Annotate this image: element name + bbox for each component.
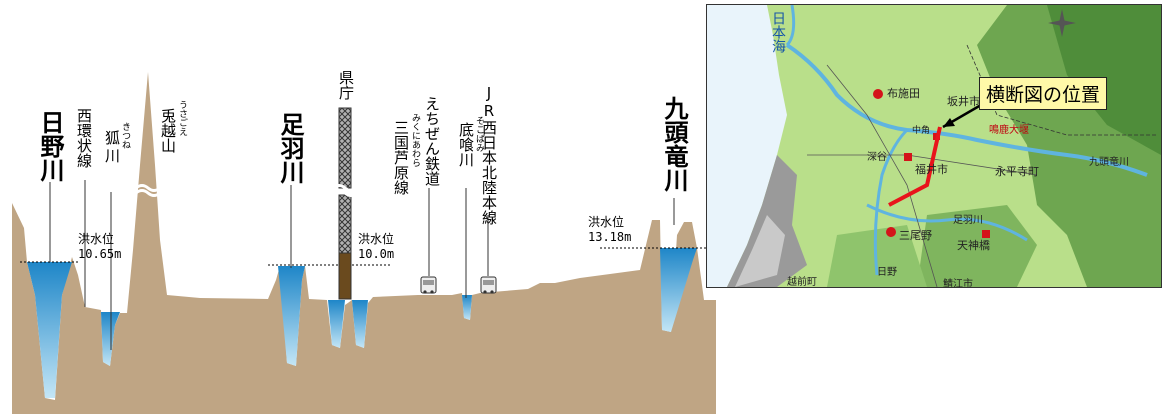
flood-level-3-label: 洪水位	[588, 215, 625, 229]
location-map: 日本海 布施田 坂井市 中角 鳴鹿大堰 深谷 福井市 永平寺町 九頭竜川 足羽川…	[706, 4, 1162, 288]
map-label-fukui-small: 深谷	[867, 152, 887, 163]
flood-level-3: 洪水位 13.18m	[588, 215, 631, 245]
flood-level-2-label: 洪水位	[358, 232, 395, 246]
map-label-narutaki: 鳴鹿大堰	[989, 125, 1029, 136]
map-label-sea: 日本海	[770, 11, 786, 53]
map-label-nakatsu: 中角	[912, 126, 931, 136]
kencho-building-base	[338, 252, 352, 300]
label-jr-line: JR西日本北陸本線	[480, 84, 498, 225]
kuzuryu-water	[660, 248, 697, 332]
label-sokobami: 底喰川	[457, 122, 475, 167]
label-kitsune-kawa: 川	[103, 148, 121, 163]
asuwa-water	[278, 266, 305, 366]
label-kitsune: 狐	[103, 130, 121, 145]
asuwa-extra-water2	[352, 300, 368, 348]
river-name-kuzuryu: 九頭竜川	[660, 96, 688, 192]
map-label-fuseta: 布施田	[887, 87, 920, 100]
flood-level-1: 洪水位 10.65m	[78, 232, 121, 262]
sokobami-water	[462, 295, 472, 320]
label-echizen-tetsudo: えちぜん鉄道	[423, 96, 441, 186]
map-label-eiheiji: 永平寺町	[995, 165, 1039, 178]
hino-water	[27, 262, 72, 398]
label-usagigoe-ruby: うさごえ	[177, 100, 187, 136]
section-location-callout: 横断図の位置	[979, 77, 1108, 110]
label-nishi-kanjo: 西環状線	[75, 108, 93, 168]
label-kitsune-ruby: きつね	[120, 122, 130, 149]
asuwa-extra-water1	[328, 300, 345, 348]
map-label-echizen: 越前町	[787, 277, 817, 288]
kencho-building-upper	[338, 107, 352, 189]
section-line	[888, 126, 942, 207]
map-label-sakai: 坂井市	[947, 95, 980, 108]
label-mikuni-awara: 三国芦原線	[392, 120, 410, 195]
river-name-asuwa: 足羽川	[276, 112, 304, 184]
map-label-sanpono: 三尾野	[899, 229, 932, 242]
flood-level-1-label: 洪水位	[78, 232, 115, 246]
map-label-fukui: 福井市	[915, 163, 948, 176]
label-mikuni-awara-ruby: みくにあわら	[410, 113, 420, 167]
flood-level-2: 洪水位 10.0m	[358, 232, 394, 262]
jr-train-icon	[480, 276, 497, 294]
map-label-tenjin: 天神橋	[957, 239, 990, 252]
map-label-hino: 日野	[877, 267, 897, 278]
flood-level-3-value: 13.18m	[588, 230, 632, 244]
river-name-hino: 日野川	[36, 110, 64, 182]
echizen-train-icon	[420, 276, 437, 294]
flood-level-1-value: 10.65m	[78, 247, 122, 261]
map-label-kuzuryu: 九頭竜川	[1089, 157, 1129, 168]
map-terrain	[707, 5, 1161, 287]
kencho-building-lower	[338, 194, 352, 254]
label-kencho: 県庁	[337, 70, 355, 100]
label-usagigoe: 兎越山	[159, 108, 177, 153]
ground-profile	[12, 72, 716, 414]
flood-level-2-value: 10.0m	[358, 247, 395, 261]
map-label-asuwa: 足羽川	[953, 215, 983, 226]
label-sokobami-ruby: そこばみ	[474, 116, 484, 152]
map-label-sabae: 鯖江市	[943, 279, 973, 288]
